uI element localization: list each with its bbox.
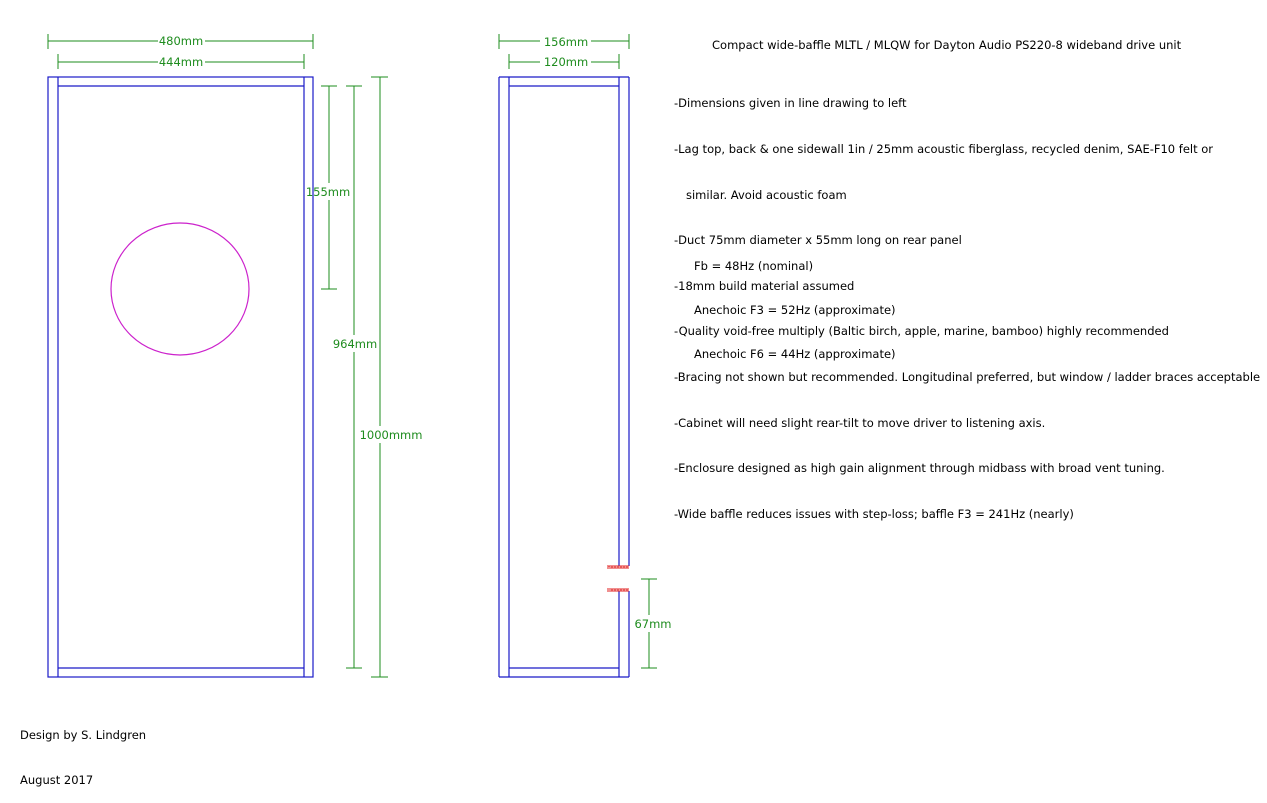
dim-480-label: 480mm xyxy=(159,34,203,48)
note-line: -Bracing not shown but recommended. Long… xyxy=(674,370,1261,385)
dim-120-label: 120mm xyxy=(544,55,588,69)
dim-1000-label: 1000mmm xyxy=(360,428,423,442)
note-line: -Enclosure designed as high gain alignme… xyxy=(674,461,1165,476)
spec-fb: Fb = 48Hz (nominal) xyxy=(694,259,814,274)
credit-date: August 2017 xyxy=(20,773,94,787)
port-duct xyxy=(607,565,629,592)
note-line: -Dimensions given in line drawing to lef… xyxy=(674,96,907,111)
note-line: -Duct 75mm diameter x 55mm long on rear … xyxy=(674,233,962,248)
dim-964-label: 964mm xyxy=(333,337,377,351)
dim-155-label: 155mm xyxy=(306,185,350,199)
credit-author: Design by S. Lindgren xyxy=(20,728,147,742)
note-line: similar. Avoid acoustic foam xyxy=(686,187,847,202)
design-notes: -Dimensions given in line drawing to lef… xyxy=(674,66,1260,537)
dim-67-label: 67mm xyxy=(634,617,671,631)
side-view xyxy=(498,76,630,678)
note-line: -Cabinet will need slight rear-tilt to m… xyxy=(674,415,1046,430)
drawing-title: Compact wide-baffle MLTL / MLQW for Dayt… xyxy=(712,38,1182,52)
dim-156-label: 156mm xyxy=(544,35,588,49)
front-outer-panel xyxy=(47,76,314,678)
cabinet-drawing: 480mm 444mm 155mm 964mm 1000mmm xyxy=(47,34,672,678)
note-line: -Quality void-free multiply (Baltic birc… xyxy=(674,324,1169,339)
front-dimensions xyxy=(47,34,388,678)
spec-f3: Anechoic F3 = 52Hz (approximate) xyxy=(694,302,896,317)
note-line: -Lag top, back & one sidewall 1in / 25mm… xyxy=(674,142,1214,157)
tuning-specs: Fb = 48Hz (nominal) Anechoic F3 = 52Hz (… xyxy=(694,230,896,376)
side-dimensions xyxy=(498,34,657,669)
note-line: -Wide baffle reduces issues with step-lo… xyxy=(674,506,1074,521)
driver-cutout xyxy=(110,222,250,356)
dim-444-label: 444mm xyxy=(159,55,203,69)
front-view xyxy=(47,76,314,678)
note-line: -18mm build material assumed xyxy=(674,278,855,293)
spec-f6: Anechoic F6 = 44Hz (approximate) xyxy=(694,346,896,361)
design-credit: Design by S. Lindgren August 2017 xyxy=(20,698,146,803)
